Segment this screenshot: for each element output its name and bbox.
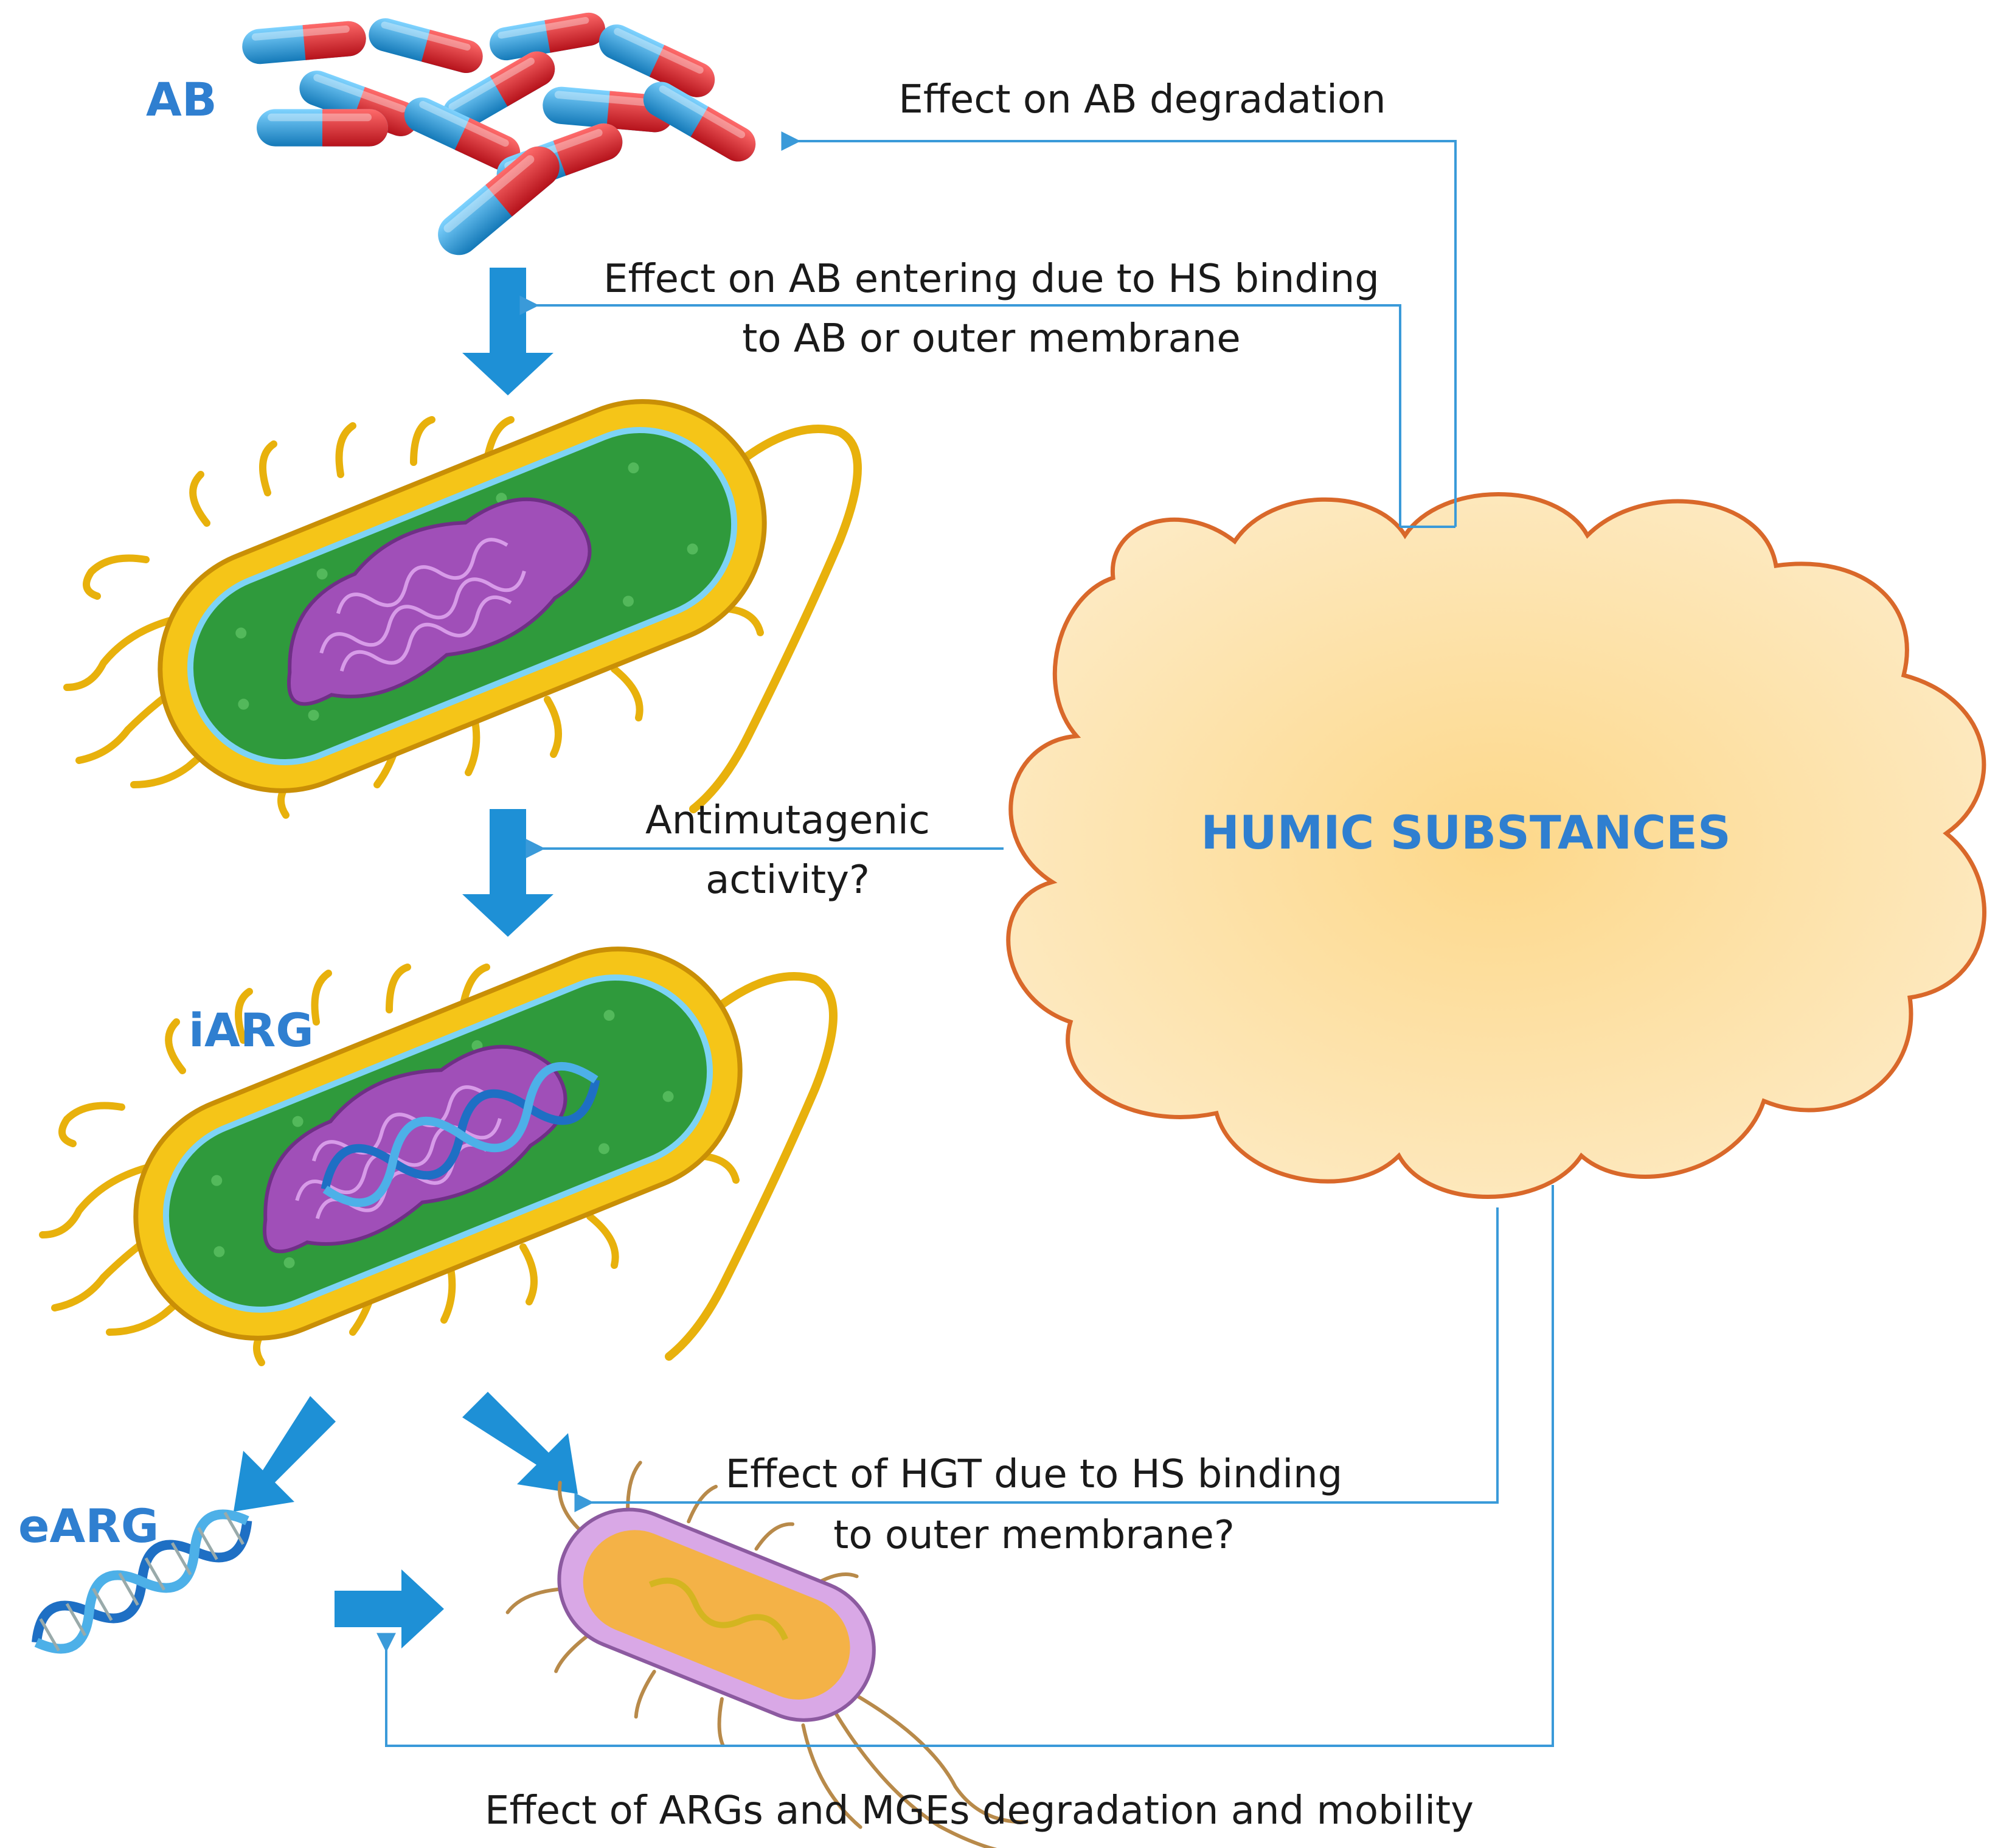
humic-substances-cloud	[1006, 492, 1986, 1199]
effect-args-mges-label: Effect of ARGs and MGEs degradation and …	[485, 1788, 1474, 1833]
bacterium-cell-image	[67, 365, 858, 827]
line-args-mges	[376, 1185, 1554, 1747]
ab-label: AB	[146, 72, 217, 127]
arrow-ab-to-cell	[462, 268, 553, 395]
effect-hgt-label-line1: Effect of HGT due to HS binding	[726, 1452, 1343, 1497]
line-hgt	[574, 1207, 1499, 1512]
recipient-bacterium-image	[505, 1461, 1029, 1848]
free-dna-helix-icon	[32, 1509, 252, 1654]
effect-entering-label-line2: to AB or outer membrane	[742, 316, 1240, 361]
arrow-iarg-to-recipient	[462, 1392, 578, 1494]
line-degradation	[781, 131, 1457, 527]
effect-hgt-label-line2: to outer membrane?	[833, 1513, 1235, 1558]
iarg-label: iARG	[189, 1003, 314, 1057]
dna-helix-icon	[321, 1061, 600, 1207]
effect-degradation-label: Effect on AB degradation	[898, 77, 1386, 122]
effect-entering-label-line1: Effect on AB entering due to HS binding	[603, 257, 1379, 302]
arrow-earg-to-recipient	[335, 1569, 444, 1648]
bacterium-iarg-image	[43, 912, 833, 1375]
effect-antimutagenic-label-line1: Antimutagenic	[645, 798, 930, 843]
effect-lines	[376, 131, 1554, 1747]
earg-label: eARG	[18, 1499, 159, 1553]
arrow-iarg-to-earg	[234, 1396, 336, 1512]
humic-substances-label: HUMIC SUBSTANCES	[1201, 805, 1730, 860]
arrow-cell-to-iarg	[462, 809, 553, 937]
antibiotic-capsules-image	[240, 10, 762, 264]
line-entering	[519, 296, 1401, 527]
effect-antimutagenic-label-line2: activity?	[706, 858, 870, 903]
process-arrows	[234, 268, 578, 1648]
